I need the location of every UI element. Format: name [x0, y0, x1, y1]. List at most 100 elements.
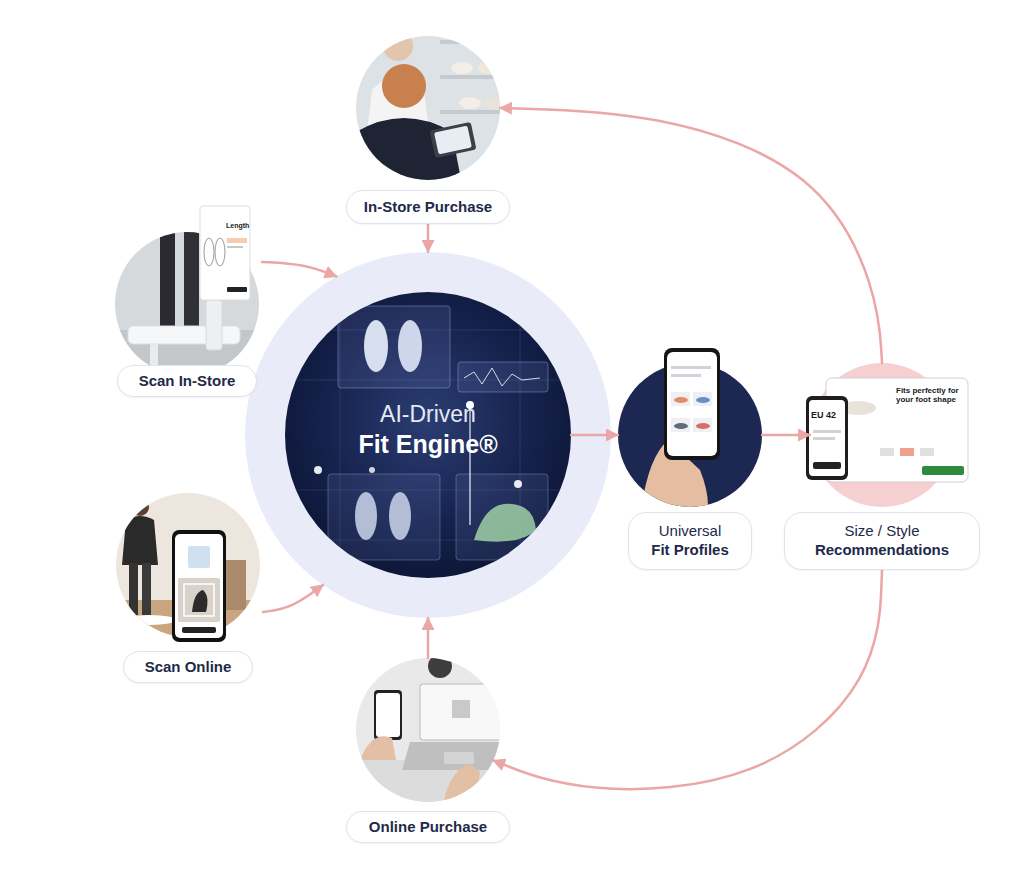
node-label: Universal: [659, 522, 722, 541]
scan-result-card: [200, 206, 250, 300]
panel: [328, 474, 440, 560]
leg: [184, 225, 199, 333]
card: [200, 206, 250, 300]
phone-button: [182, 627, 216, 633]
shoe: [674, 397, 688, 403]
circle-shape: [356, 36, 500, 180]
circle-shape: [116, 493, 260, 637]
person-head: [382, 64, 426, 108]
phone: [172, 530, 226, 642]
node-label: Fit Profiles: [651, 541, 729, 560]
flow-arrow: [262, 262, 337, 277]
flow-arrow: [427, 224, 430, 252]
scanner-photo: [110, 225, 270, 390]
phone: [806, 396, 848, 480]
flow-arrow: [493, 570, 882, 789]
store-photo: [350, 31, 510, 185]
phone-screen: [809, 400, 845, 476]
glow-dot: [369, 467, 375, 473]
person-body: [122, 516, 158, 565]
circle-shape: [356, 658, 500, 802]
glow-dot: [466, 401, 474, 409]
tablet: [430, 122, 477, 158]
profile-phone: [664, 348, 720, 460]
node-label: AI-Driven: [380, 400, 476, 429]
circle-shape: [115, 232, 259, 376]
text-line: [227, 246, 243, 248]
panel: [456, 474, 548, 560]
flow-arrow: [500, 108, 882, 363]
shoe-model: [474, 504, 536, 542]
label-pill: In-Store Purchase: [346, 190, 510, 224]
scanner-platform: [128, 326, 240, 344]
node-label: Recommendations: [815, 541, 949, 560]
panel: [338, 306, 450, 388]
qr-code: [452, 700, 470, 718]
node-label: Size / Style: [844, 522, 919, 541]
shoe: [840, 401, 876, 415]
engine-circle: AI-DrivenFit Engine®: [245, 252, 611, 618]
engine-core: [285, 292, 571, 578]
text-line: [813, 430, 841, 433]
screen-text: Fits perfectly for your foot shape: [896, 386, 964, 404]
plant: [428, 654, 452, 678]
panel: [458, 362, 548, 392]
tablet-screen: [434, 126, 472, 155]
shelf: [440, 110, 510, 114]
screen-text: Length: [226, 222, 250, 230]
foot-outline: [204, 238, 214, 266]
flow-arrow: [762, 434, 810, 437]
size-option: [880, 448, 894, 456]
text-line: [671, 374, 701, 377]
person-head: [383, 31, 413, 61]
touchpad: [444, 752, 474, 764]
floor: [110, 600, 270, 650]
shoe-thumb: [671, 392, 690, 406]
hand: [640, 440, 708, 520]
glow-dot: [514, 480, 522, 488]
button: [227, 287, 247, 292]
phone: [664, 348, 720, 460]
node-label: Scan Online: [145, 658, 232, 677]
circle-shape: [245, 252, 611, 618]
foot-sole: [355, 492, 377, 540]
shoe: [696, 397, 710, 403]
scan-frame: [184, 584, 214, 616]
leg: [160, 225, 175, 333]
photo-circle-node: Scan Online: [113, 493, 263, 685]
photo-circle-node: In-Store Purchase: [342, 36, 514, 224]
shoe: [674, 423, 688, 429]
size-option: [920, 448, 934, 456]
shelf: [440, 75, 510, 79]
home-scan-photo: [110, 498, 270, 650]
person-body: [366, 76, 430, 140]
person-body: [350, 118, 462, 185]
leg: [129, 563, 138, 615]
person-head: [131, 498, 149, 516]
engine-label: AI-DrivenFit Engine®: [308, 395, 548, 465]
laptop-screen: [420, 684, 502, 740]
shoe: [483, 97, 505, 109]
hand: [360, 736, 396, 760]
label-pill: UniversalFit Profiles: [628, 512, 752, 570]
photo-circle-node: Scan In-Store: [112, 232, 262, 398]
add-button: [922, 466, 964, 475]
floor: [110, 330, 270, 390]
shoe-thumb: [671, 418, 690, 432]
text-line: [813, 437, 835, 440]
engine-hologram: [290, 290, 570, 580]
shelf: [440, 40, 510, 44]
shoe-thumb: [693, 392, 712, 406]
foot-model: [398, 320, 422, 372]
flow-arrow: [571, 434, 618, 437]
text-line: [671, 366, 711, 369]
phone: [374, 690, 402, 740]
label-pill: Size / StyleRecommendations: [784, 512, 980, 570]
shoe: [696, 423, 710, 429]
flow-arrow: [427, 618, 430, 658]
shoe: [459, 97, 481, 109]
scanner-foot: [150, 344, 158, 374]
label-pill: Scan In-Store: [117, 365, 257, 397]
shoe: [451, 62, 473, 74]
